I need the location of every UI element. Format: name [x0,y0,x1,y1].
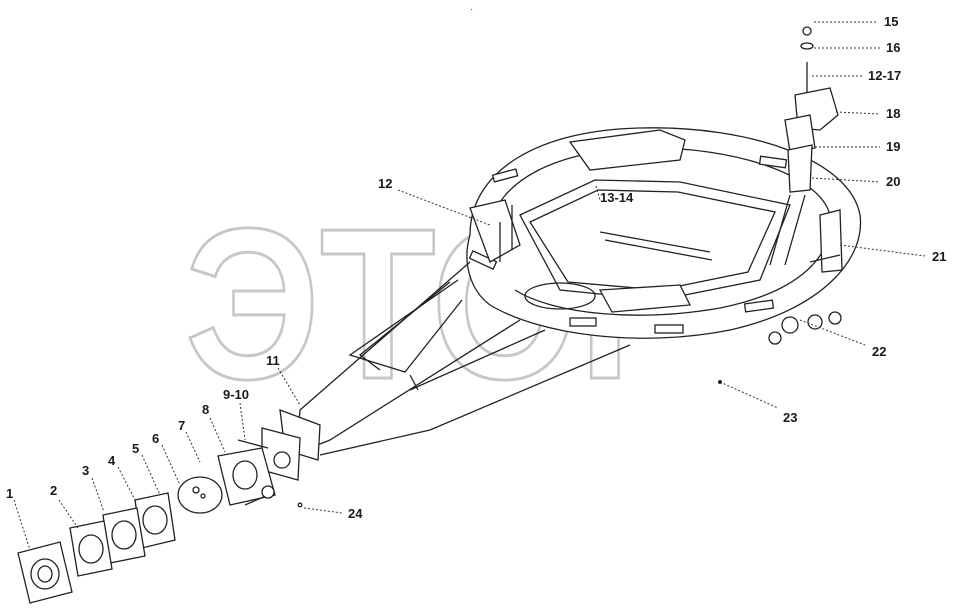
callout-19: 19 [886,139,900,154]
callout-18: 18 [886,106,900,121]
callout-1: 1 [6,486,13,501]
coupling-parts [17,476,223,604]
callout-13-14: 13-14 [600,190,634,205]
frame-plate [466,127,862,345]
callout-15: 15 [884,14,898,29]
callout-16: 16 [886,40,900,55]
callout-21: 21 [932,249,946,264]
callout-20: 20 [886,174,900,189]
gasket-3 [69,520,113,577]
callout-5: 5 [132,441,139,456]
hitch-assembly [217,439,303,508]
callout-24: 24 [348,506,363,521]
callout-2: 2 [50,483,57,498]
callout-11: 11 [266,353,280,368]
callout-22: 22 [872,344,886,359]
flange-1 [17,541,73,604]
upright-post [769,26,839,266]
callout-7: 7 [178,418,185,433]
callout-12: 12 [378,176,392,191]
corner-mark: · [470,4,473,15]
callout-3: 3 [82,463,89,478]
callout-12-17: 12-17 [868,68,901,83]
leader-lines [13,21,926,551]
callout-4: 4 [108,453,116,468]
callout-6: 6 [152,431,159,446]
callout-9-10: 9-10 [223,387,249,402]
ball-part-6 [177,476,223,514]
callout-23: 23 [783,410,797,425]
callout-8: 8 [202,402,209,417]
callout-labels: 1 2 3 4 5 6 7 8 9-10 11 12 13-14 15 16 1… [6,14,946,521]
